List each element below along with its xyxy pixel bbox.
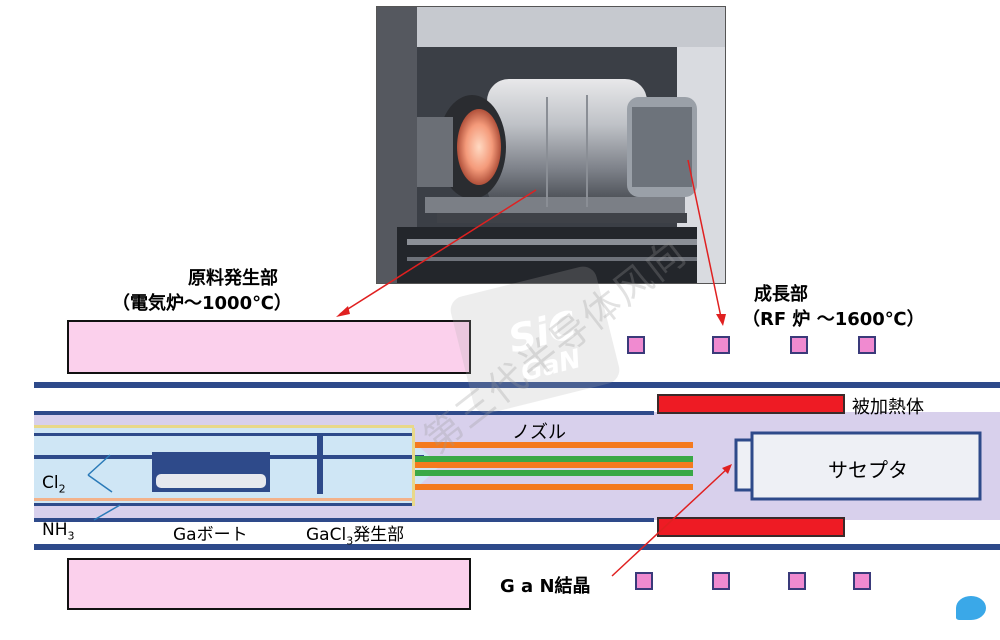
gacl3-port xyxy=(317,436,323,494)
arrow-gan xyxy=(611,467,729,577)
gan-crystal-label: G a N結晶 xyxy=(500,576,591,597)
ga-boat-label: Gaボート xyxy=(173,525,248,545)
electric-furnace-top xyxy=(67,320,471,374)
cl2-label: Cl2 xyxy=(42,473,66,495)
tube-wall-bottom-outer xyxy=(34,544,1000,550)
heated-body-label: 被加熱体 xyxy=(852,397,924,418)
apparatus-illustration xyxy=(377,7,725,283)
tube-wall-bottom-inner xyxy=(34,518,654,522)
source-wall-bottom xyxy=(34,498,414,501)
cl2-pointer-1 xyxy=(87,454,111,476)
arrow-growth-head xyxy=(716,314,726,326)
arrow-raw-material-head xyxy=(336,306,350,317)
susceptor-label: サセプタ xyxy=(828,458,908,482)
rf-coil xyxy=(858,336,876,354)
nh3-pointer xyxy=(93,504,121,521)
susceptor xyxy=(750,431,982,501)
raw-material-subtitle: （電気炉～1000℃） xyxy=(112,293,292,314)
nh3-text: NH xyxy=(42,520,68,540)
rf-coil xyxy=(853,572,871,590)
arrow-raw-material xyxy=(339,189,537,315)
electric-furnace-bottom xyxy=(67,558,471,610)
cl2-pointer-2 xyxy=(87,474,113,493)
tube-wall-top-inner xyxy=(34,411,654,415)
nozzle-outer-top xyxy=(415,442,693,448)
cl2-line-upper xyxy=(34,433,414,436)
tube-wall-top-outer xyxy=(34,382,1000,388)
apparatus-photo xyxy=(376,6,726,284)
nozzle-label: ノズル xyxy=(512,422,566,443)
growth-subtitle: （RF 炉 ～1600℃） xyxy=(742,309,925,330)
gacl3-suffix: 発生部 xyxy=(353,525,405,545)
nozzle-center xyxy=(415,462,693,468)
nh3-line xyxy=(34,503,414,506)
nh3-subscript: 3 xyxy=(67,529,75,543)
nozzle-outer-bottom xyxy=(415,484,693,490)
raw-material-title: 原料発生部 xyxy=(188,268,278,289)
rf-coil xyxy=(712,336,730,354)
arrow-gan-head xyxy=(722,464,732,474)
nozzle-green-bottom xyxy=(415,470,693,476)
arrow-growth xyxy=(687,159,723,323)
nozzle-green-top xyxy=(415,456,693,462)
source-end-wall xyxy=(412,428,415,506)
ga-melt xyxy=(156,474,266,488)
rf-coil xyxy=(790,336,808,354)
source-wall-top xyxy=(34,425,414,428)
heater-top xyxy=(657,394,845,414)
growth-title: 成長部 xyxy=(754,284,808,305)
heater-bottom xyxy=(657,517,845,537)
corner-mark xyxy=(956,596,986,620)
rf-coil xyxy=(627,336,645,354)
rf-coil xyxy=(788,572,806,590)
nh3-label: NH3 xyxy=(42,520,75,542)
cl2-text: Cl xyxy=(42,473,59,493)
rf-coil xyxy=(712,572,730,590)
gacl3-subscript: 3 xyxy=(346,534,354,548)
cl2-subscript: 2 xyxy=(58,482,66,496)
rf-coil xyxy=(635,572,653,590)
gacl3-label: GaCl3発生部 xyxy=(306,520,404,547)
gacl3-text: GaCl xyxy=(306,525,347,545)
